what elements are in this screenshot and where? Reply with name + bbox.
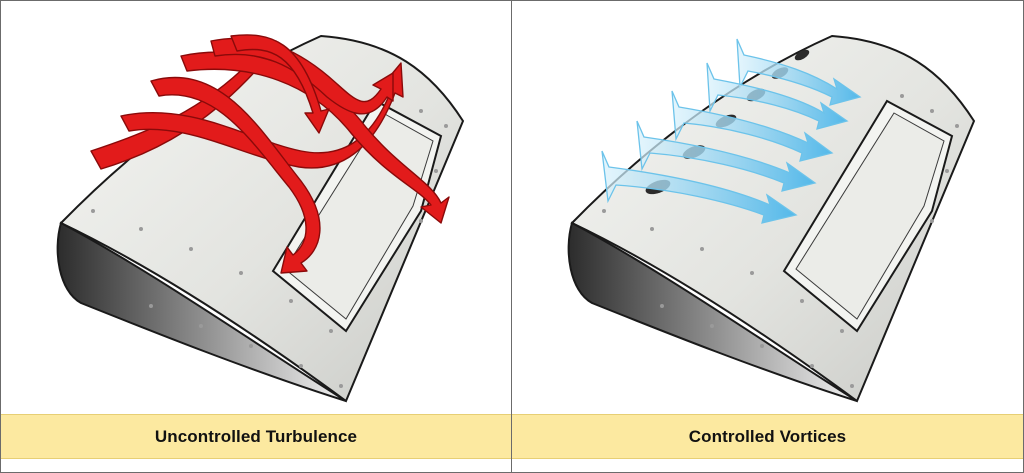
vortex-arrow [601,150,798,224]
panel-caption: Controlled Vortices [688,426,847,446]
turbulence-arrow [230,34,330,134]
turbulence-arrow [150,76,321,274]
rivet-row [602,94,959,388]
wing-diagram-vortices [567,34,976,403]
panel-controlled-vortices: Controlled Vortices [512,1,1023,472]
vortex-arrow [636,120,817,192]
wing-diagram-turbulence [56,34,465,403]
turbulence-arrows [90,34,450,274]
panel-caption: Uncontrolled Turbulence [154,426,358,446]
rivet-row [91,94,448,388]
caption-bar-left: Uncontrolled Turbulence [1,414,511,459]
vortex-arrow [706,62,849,130]
vortex-arrow [671,90,834,162]
caption-bar-right: Controlled Vortices [512,414,1023,459]
vortex-arrow [736,38,862,106]
panel-uncontrolled-turbulence: Uncontrolled Turbulence [1,1,512,472]
vortex-arrows [601,38,862,224]
vortex-generator [794,49,810,61]
